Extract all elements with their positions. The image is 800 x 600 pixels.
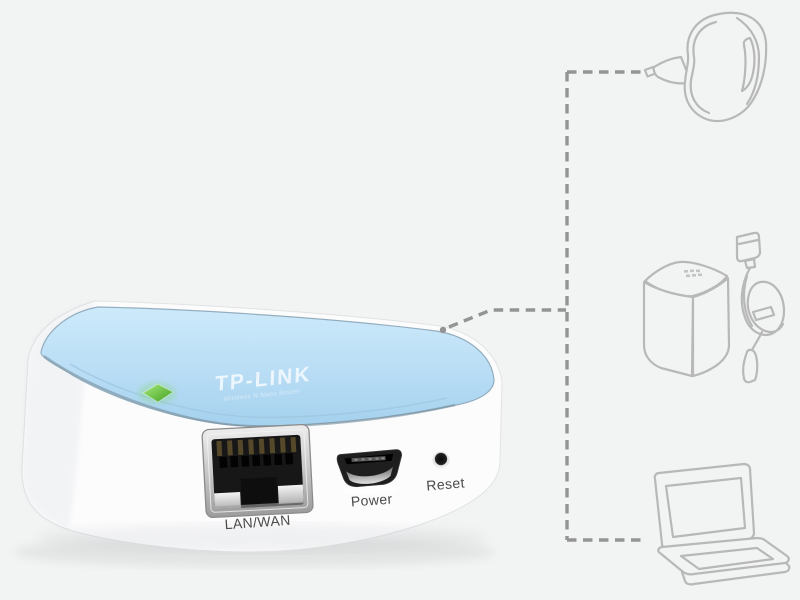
usb-cable-icon bbox=[735, 231, 786, 384]
connector-lines bbox=[439, 70, 646, 542]
reset-button bbox=[432, 451, 450, 469]
wall-plug-adapter-icon bbox=[643, 11, 768, 123]
router-callout-line bbox=[448, 308, 566, 329]
ethernet-pins bbox=[216, 436, 297, 457]
usb-power-cube-icon bbox=[642, 260, 731, 378]
reset-label: Reset bbox=[426, 474, 466, 493]
ethernet-port-label: LAN/WAN bbox=[224, 512, 291, 533]
micro-usb-port bbox=[336, 449, 402, 495]
power-port-label: Power bbox=[350, 491, 393, 510]
router-device: TP-LINK Wireless N Nano Router bbox=[13, 300, 503, 567]
status-led bbox=[142, 383, 174, 403]
ethernet-clip-slot bbox=[240, 477, 278, 508]
router-bottom-shade bbox=[37, 524, 487, 552]
callout-dot bbox=[439, 326, 447, 334]
router-top-seam bbox=[43, 355, 456, 428]
cube-usb-marking bbox=[684, 269, 702, 278]
router-top-innerline bbox=[69, 363, 448, 418]
laptop-icon bbox=[653, 462, 791, 586]
ethernet-port bbox=[201, 423, 314, 519]
